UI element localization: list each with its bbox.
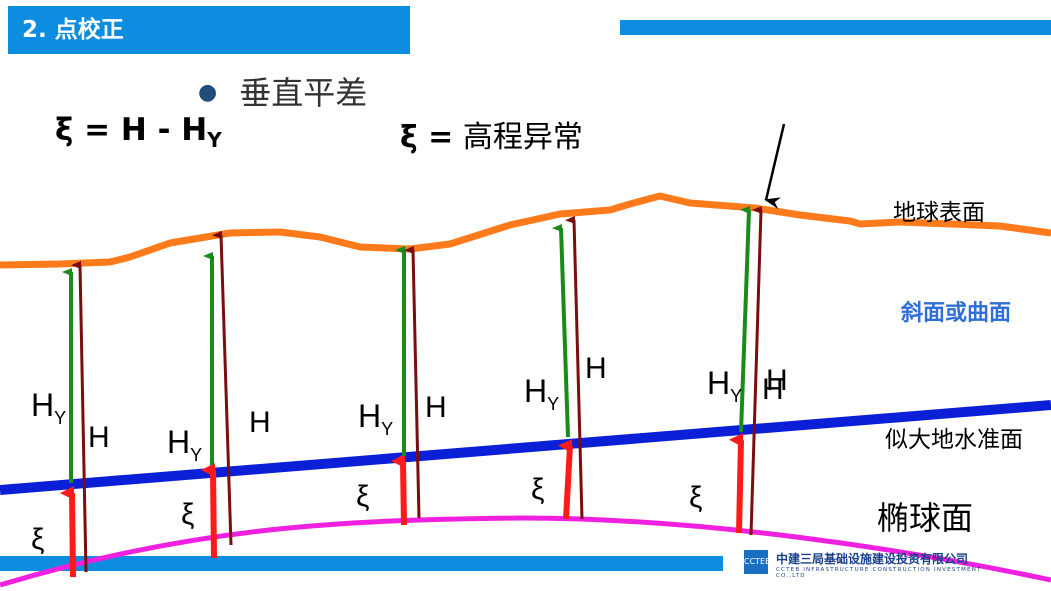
earth-surface-pointer-arrow bbox=[764, 123, 786, 210]
h-arrow-5 bbox=[749, 206, 763, 536]
xi-arrow-3 bbox=[391, 453, 407, 526]
bullet-dot-icon: ● bbox=[198, 80, 218, 105]
ellipsoid-curve bbox=[0, 515, 1051, 588]
bullet-text: 垂直平差 bbox=[239, 74, 368, 112]
slide-title: 2. 点校正 bbox=[8, 6, 410, 54]
label-ellipsoid: 椭球面 bbox=[877, 499, 974, 537]
formula-height-anomaly: ξ = 高程异常 bbox=[400, 112, 583, 156]
pillar-3-hy-label: HY bbox=[358, 398, 394, 439]
h-arrow-1 bbox=[71, 260, 88, 573]
formula-xi-definition: ξ = H - HY bbox=[55, 112, 222, 152]
xi-arrow-1 bbox=[60, 485, 76, 578]
pillar-5-xi-label: ξ bbox=[689, 481, 703, 514]
h-arrow-4 bbox=[565, 215, 584, 520]
earth-surface-line bbox=[0, 192, 1051, 269]
company-logo-mark: CCTEB bbox=[744, 550, 771, 574]
xi-arrow-4 bbox=[558, 439, 573, 520]
label-earth-surface: 地球表面 bbox=[893, 200, 985, 226]
formula-1-lhs: ξ = H - H bbox=[55, 112, 208, 148]
pillar-5-h-label-overlap: H bbox=[762, 373, 784, 406]
pillar-4-h-label: H bbox=[585, 352, 607, 385]
pillar-4-hy-label: HY bbox=[524, 373, 560, 414]
bottom-accent-strip bbox=[0, 556, 723, 571]
h-arrow-2 bbox=[212, 230, 233, 546]
xi-arrow-5 bbox=[729, 433, 744, 534]
h-arrow-3 bbox=[404, 245, 421, 519]
pillar-4-xi-label: ξ bbox=[531, 473, 545, 506]
xi-arrow-2 bbox=[201, 462, 217, 559]
pillar-1-hy-label: HY bbox=[31, 387, 67, 428]
label-plane-or-curved: 斜面或曲面 bbox=[901, 300, 1012, 326]
top-accent-strip bbox=[620, 20, 1051, 35]
pillar-3-h-label: H bbox=[425, 391, 447, 424]
quasi-geoid-line bbox=[0, 400, 1051, 495]
pillar-2-hy-label: HY bbox=[167, 424, 203, 465]
pillar-5-hy-label: HY bbox=[707, 365, 743, 406]
pillar-2-h-label: H bbox=[249, 406, 271, 439]
label-quasi-geoid: 似大地水准面 bbox=[885, 427, 1023, 453]
formula-2-rhs: 高程异常 bbox=[462, 120, 583, 155]
hy-arrow-5 bbox=[739, 206, 751, 433]
pillar-1-h-label: H bbox=[88, 421, 110, 454]
hy-arrow-4 bbox=[552, 223, 570, 438]
pillar-1-xi-label: ξ bbox=[31, 523, 45, 556]
company-name-en: CCTEB INFRASTRUCTURE CONSTRUCTION INVEST… bbox=[776, 567, 982, 579]
company-logo: CCTEB 中建三局基础设施建设投资有限公司 CCTEB INFRASTRUCT… bbox=[744, 548, 1014, 580]
company-name-cn: 中建三局基础设施建设投资有限公司 bbox=[776, 552, 969, 566]
formula-2-xi: ξ = bbox=[400, 120, 454, 155]
formula-1-subscript: Y bbox=[207, 128, 222, 153]
pillar-3-xi-label: ξ bbox=[356, 480, 370, 513]
pillar-5-h-label: H bbox=[766, 364, 788, 397]
pillar-2-xi-label: ξ bbox=[181, 498, 195, 531]
bullet-heading: ● 垂直平差 bbox=[198, 68, 367, 114]
